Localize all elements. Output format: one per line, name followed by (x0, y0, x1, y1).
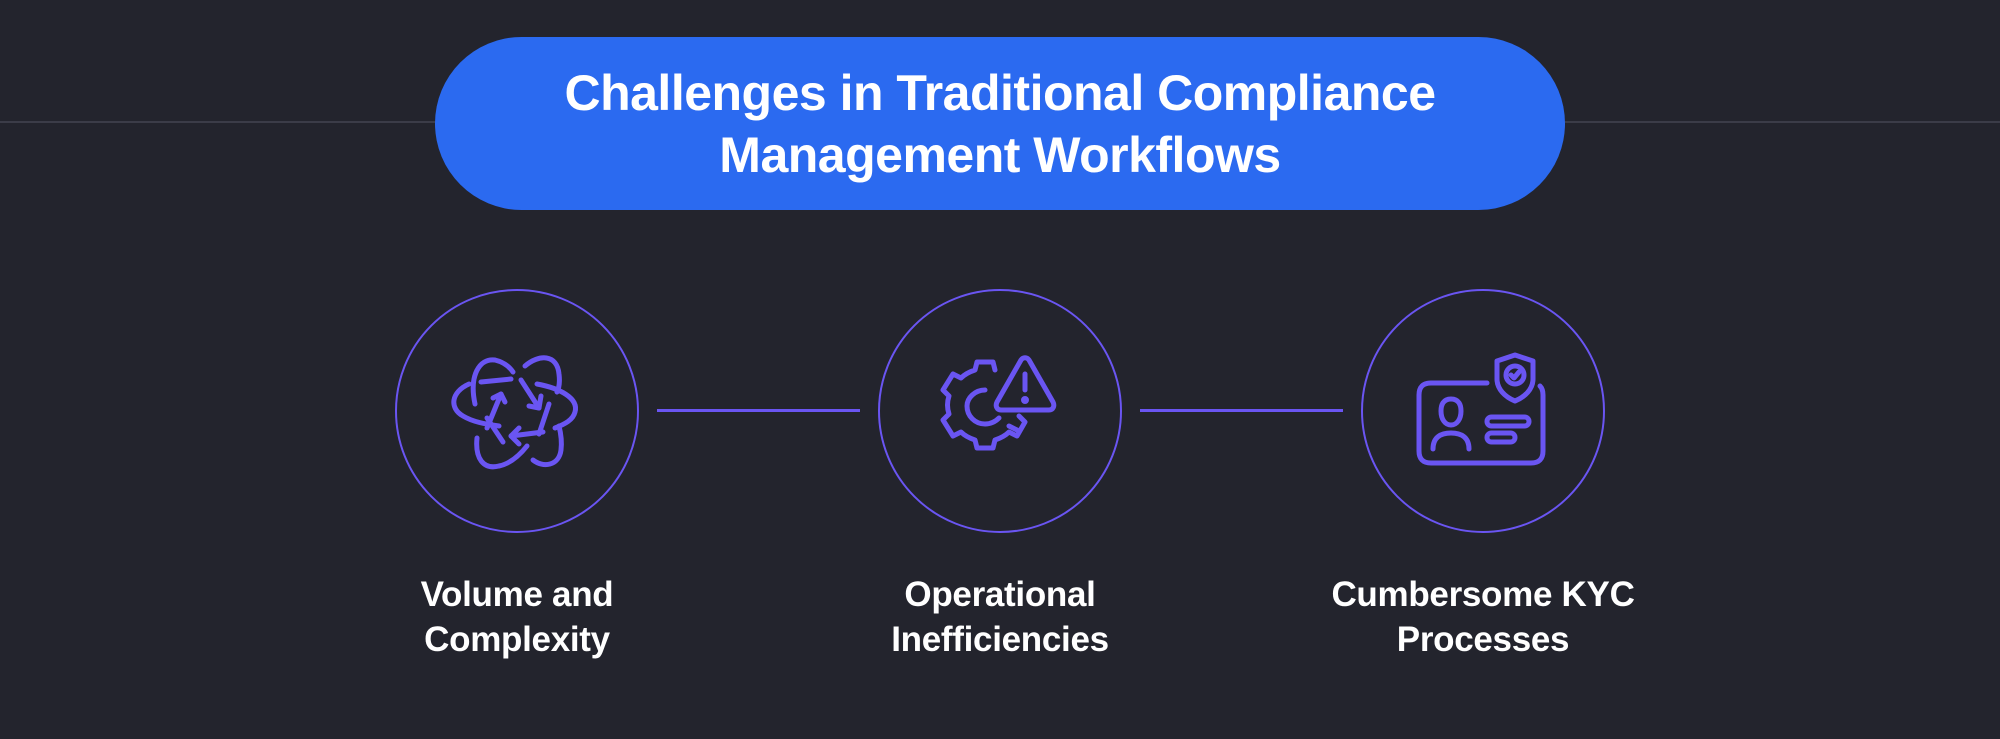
step-label-line-1: Volume and (420, 575, 614, 614)
title-line-2: Management Workflows (719, 126, 1281, 183)
id-card-shield-icon (1416, 352, 1546, 466)
step-label-line-2: Inefficiencies (891, 620, 1109, 659)
title-banner: Challenges in Traditional Compliance Man… (435, 37, 1565, 210)
step-label-kyc: Cumbersome KYC Processes (1283, 572, 1683, 662)
page-title: Challenges in Traditional Compliance Man… (500, 62, 1500, 186)
connector-line-1 (657, 409, 860, 412)
step-label-line-1: Cumbersome KYC (1331, 575, 1635, 614)
step-label-operational: Operational Inefficiencies (800, 572, 1200, 662)
step-circle-volume (395, 289, 639, 533)
step-circle-kyc (1361, 289, 1605, 533)
step-label-volume: Volume and Complexity (317, 572, 717, 662)
title-line-1: Challenges in Traditional Compliance (564, 64, 1436, 121)
step-circle-operational (878, 289, 1122, 533)
connector-line-2 (1140, 409, 1343, 412)
step-label-line-1: Operational (904, 575, 1096, 614)
gear-warning-icon (940, 355, 1057, 451)
step-label-line-2: Processes (1396, 620, 1570, 659)
step-label-line-2: Complexity (424, 620, 610, 659)
orbit-arrows-icon (451, 355, 578, 470)
